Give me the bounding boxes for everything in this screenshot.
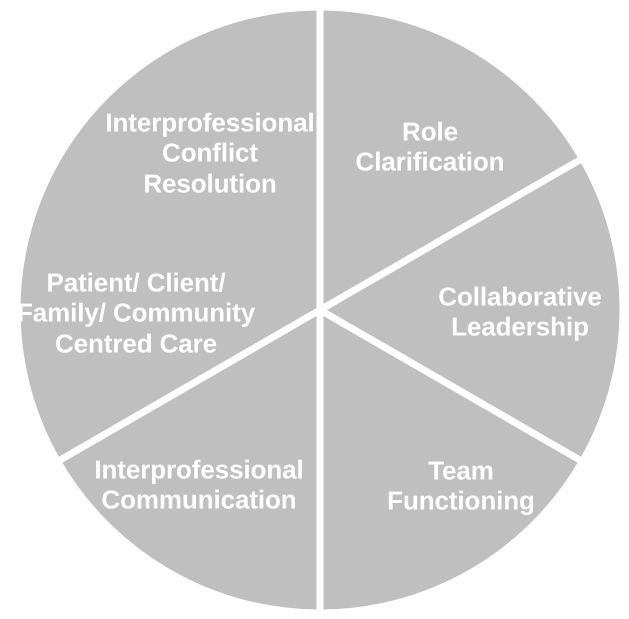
pie-slice-patient-centred-care[interactable] bbox=[0, 0, 451, 467]
